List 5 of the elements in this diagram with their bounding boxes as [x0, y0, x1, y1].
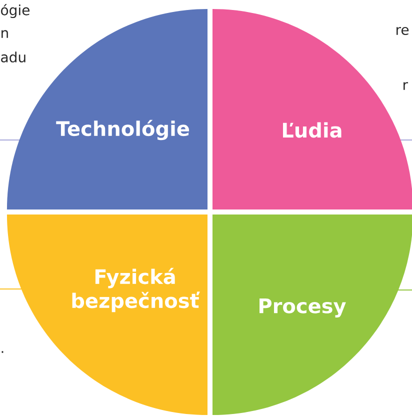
quadrant-sector: Procesy	[212, 214, 412, 416]
text-fragment: n	[2, 30, 8, 38]
text-fragment: re	[396, 26, 409, 35]
quadrant-sector: Fyzická bezpečnosť	[6, 214, 208, 416]
text-fragment: r	[404, 82, 408, 90]
